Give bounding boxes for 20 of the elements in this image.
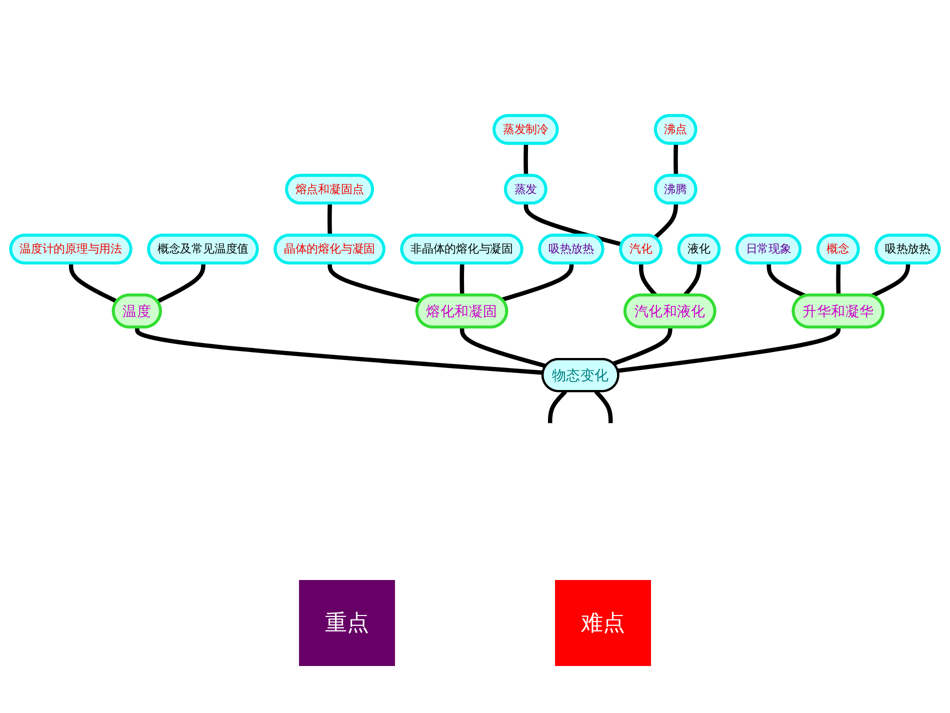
connector (460, 327, 547, 368)
connector (524, 203, 622, 246)
connector (618, 327, 841, 373)
connector (836, 263, 841, 296)
connector (328, 203, 332, 236)
connector (674, 144, 678, 176)
connector (460, 263, 464, 296)
legend-swatch: 重点 (299, 580, 395, 666)
connector (328, 263, 422, 304)
connector (612, 327, 672, 366)
legend-swatch: 难点 (555, 580, 651, 666)
connector (524, 144, 528, 176)
connector (68, 263, 118, 304)
connector (766, 263, 806, 298)
connector (653, 203, 678, 240)
connector (135, 327, 544, 375)
connector (501, 263, 574, 302)
connector (870, 263, 910, 298)
connector (156, 263, 206, 304)
mind-map-tree: 蒸发制冷 沸点 熔点和凝固点 蒸发 沸腾 温度计的原理与用法 概念及常见温度值 晶体的熔化与凝固 非晶体的熔化与凝固 吸热放热 汽化 液化 日常现象 概念 吸热放热 温度 熔化和凝固 汽化和液化 升华和凝华 物态变化 (5, 0, 945, 560)
